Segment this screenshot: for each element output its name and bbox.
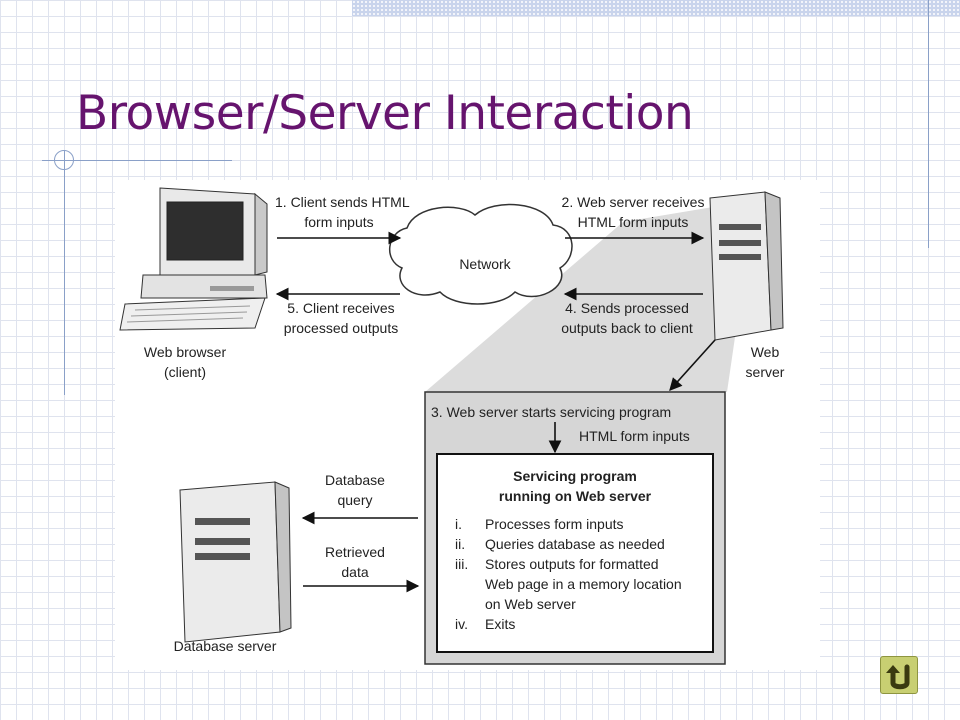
step-3-label: 3. Web server starts servicing program	[431, 404, 672, 420]
web-server-icon	[709, 191, 784, 341]
decor-line-right	[928, 0, 929, 248]
program-step: i.Processes form inputs	[455, 516, 624, 532]
program-step: ii.Queries database as needed	[455, 536, 665, 552]
diagram-graphics	[119, 187, 784, 665]
program-step: iv.Exits	[455, 616, 516, 632]
network-cloud-icon	[388, 203, 573, 305]
u-turn-return-icon	[886, 664, 910, 690]
db-server-label: Database server	[173, 638, 277, 654]
program-steps-list: i.Processes form inputs ii.Queries datab…	[455, 514, 725, 634]
arrow-server-to-program	[669, 339, 716, 391]
html-form-inputs-label: HTML form inputs	[579, 428, 690, 444]
decor-line-title	[42, 160, 232, 161]
slide-title: Browser/Server Interaction	[76, 86, 694, 141]
program-box	[436, 453, 714, 653]
decor-circle	[54, 150, 74, 170]
decor-line-left	[64, 150, 65, 395]
client-computer-icon	[119, 187, 268, 331]
network-label: Network	[459, 256, 511, 272]
database-server-icon	[179, 481, 292, 643]
client-label: Web browser(client)	[143, 344, 227, 380]
top-decor-band	[352, 0, 960, 16]
projection-wedge	[425, 200, 755, 392]
return-button[interactable]	[880, 656, 918, 694]
